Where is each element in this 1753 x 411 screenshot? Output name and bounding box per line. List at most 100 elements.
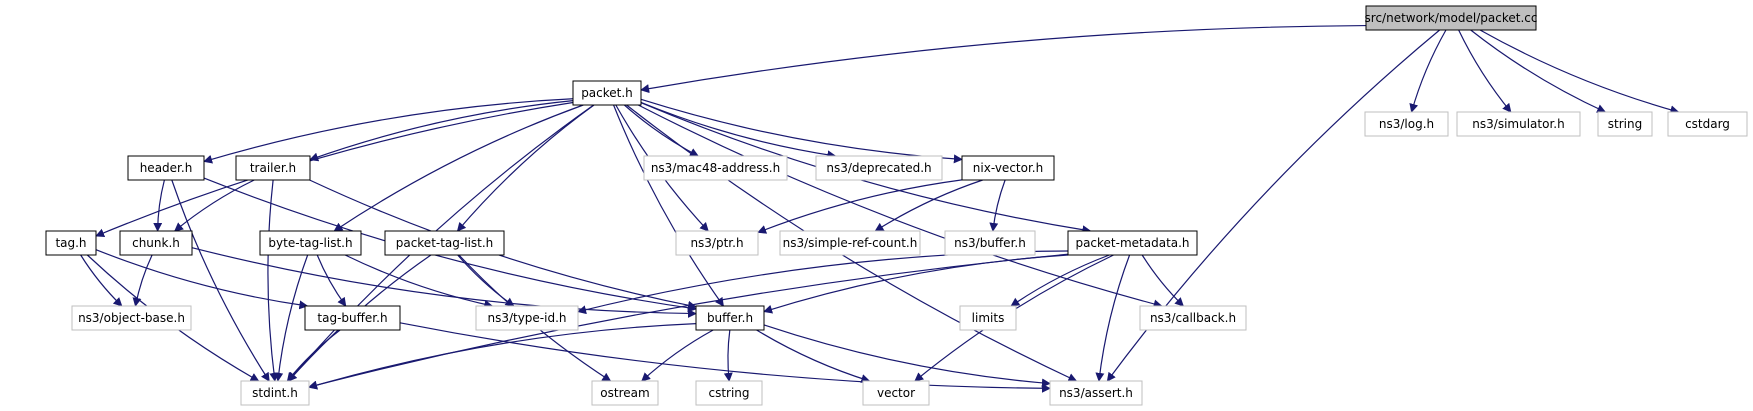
- node-label: ns3/log.h: [1379, 117, 1434, 131]
- node-nix-vector[interactable]: nix-vector.h: [961, 155, 1055, 181]
- edge-packet_metadata-to-callback: [1141, 254, 1184, 307]
- node-box: [475, 305, 579, 331]
- edge-packet_h-to-header_h: [203, 98, 574, 164]
- node-limits: limits: [959, 305, 1017, 331]
- edge-packet_h-to-deprecated: [640, 101, 837, 160]
- node-packet-tag-list[interactable]: packet-tag-list.h: [384, 230, 505, 256]
- edge-tag_buffer-to-assert_h: [399, 322, 1051, 393]
- node-mac48: ns3/mac48-address.h: [643, 155, 788, 181]
- node-root[interactable]: src/network/model/packet.cc: [1365, 5, 1538, 31]
- node-box: [591, 380, 659, 406]
- edge-packet_h-to-trailer_h: [309, 100, 574, 162]
- node-label: tag-buffer.h: [317, 311, 387, 325]
- node-packet-h[interactable]: packet.h: [572, 80, 642, 106]
- edge-byte_tag_list-to-type_id: [344, 254, 494, 309]
- node-simple-ref: ns3/simple-ref-count.h: [779, 230, 921, 256]
- node-box: [675, 230, 759, 256]
- edge-packet_metadata-to-assert_h: [1095, 254, 1131, 382]
- edge-root-to-log_h: [1409, 29, 1447, 113]
- node-box: [384, 230, 505, 256]
- node-box: [961, 155, 1055, 181]
- edge-packet_h-to-callback: [637, 104, 1163, 309]
- node-label: cstring: [708, 386, 749, 400]
- node-box: [695, 305, 765, 331]
- node-object-base: ns3/object-base.h: [71, 305, 192, 331]
- edge-nix_vector-to-ns3_buffer: [989, 179, 1006, 232]
- node-packet-metadata[interactable]: packet-metadata.h: [1067, 230, 1198, 256]
- node-box: [1049, 380, 1143, 406]
- node-simulator-h: ns3/simulator.h: [1456, 111, 1581, 137]
- node-label: ns3/assert.h: [1059, 386, 1133, 400]
- node-label: ns3/simple-ref-count.h: [783, 236, 918, 250]
- node-tag-h[interactable]: tag.h: [45, 230, 97, 256]
- node-label: trailer.h: [250, 161, 296, 175]
- edge-nix_vector-to-ptr_h: [757, 179, 963, 234]
- node-assert-h: ns3/assert.h: [1049, 380, 1143, 406]
- node-ptr-h: ns3/ptr.h: [675, 230, 759, 256]
- node-label: stdint.h: [252, 386, 298, 400]
- node-label: src/network/model/packet.cc: [1365, 11, 1538, 25]
- node-label: ns3/buffer.h: [954, 236, 1026, 250]
- node-label: cstdarg: [1685, 117, 1730, 131]
- node-trailer-h[interactable]: trailer.h: [235, 155, 311, 181]
- edge-packet_h-to-tag_h: [95, 101, 574, 238]
- node-deprecated: ns3/deprecated.h: [815, 155, 943, 181]
- node-box: [1597, 111, 1653, 137]
- node-box: [127, 155, 205, 181]
- node-ostream: ostream: [591, 380, 659, 406]
- node-log-h: ns3/log.h: [1364, 111, 1449, 137]
- node-box: [959, 305, 1017, 331]
- edge-byte_tag_list-to-stdint: [274, 254, 309, 382]
- edge-tag_h-to-object_base: [80, 254, 123, 307]
- node-label: ns3/object-base.h: [78, 311, 185, 325]
- node-byte-tag-list[interactable]: byte-tag-list.h: [259, 230, 362, 256]
- edge-nix_vector-to-simple_ref: [874, 179, 983, 232]
- node-box: [1365, 5, 1537, 31]
- node-box: [240, 380, 310, 406]
- node-box: [695, 380, 763, 406]
- edge-chunk_h-to-object_base: [132, 254, 153, 307]
- edge-packet_metadata-to-limits: [1010, 254, 1110, 307]
- node-header-h[interactable]: header.h: [127, 155, 205, 181]
- node-type-id: ns3/type-id.h: [475, 305, 579, 331]
- edge-packet_h-to-packet_tag_list: [456, 104, 595, 232]
- node-cstring: cstring: [695, 380, 763, 406]
- nodes-layer: src/network/model/packet.cc packet.h ns3/l…: [45, 5, 1748, 406]
- node-label: ns3/deprecated.h: [826, 161, 931, 175]
- node-box: [572, 80, 642, 106]
- node-tag-buffer[interactable]: tag-buffer.h: [304, 305, 401, 331]
- node-box: [1667, 111, 1748, 137]
- node-label: header.h: [140, 161, 193, 175]
- edge-byte_tag_list-to-tag_buffer: [316, 254, 347, 307]
- edge-packet_metadata-to-buffer_h: [763, 254, 1069, 314]
- edges-layer: [80, 24, 1680, 393]
- edge-chunk_h-to-buffer_h: [191, 247, 697, 318]
- edge-root-to-string: [1470, 29, 1607, 113]
- node-box: [1364, 111, 1449, 137]
- node-box: [944, 230, 1036, 256]
- node-box: [259, 230, 362, 256]
- node-box: [815, 155, 943, 181]
- node-box: [1456, 111, 1581, 137]
- node-label: tag.h: [55, 236, 86, 250]
- node-label: ns3/simulator.h: [1472, 117, 1564, 131]
- node-buffer-h[interactable]: buffer.h: [695, 305, 765, 331]
- node-label: byte-tag-list.h: [268, 236, 352, 250]
- node-label: buffer.h: [707, 311, 753, 325]
- node-label: vector: [877, 386, 915, 400]
- node-box: [1139, 305, 1247, 331]
- edge-header_h-to-chunk_h: [153, 179, 165, 232]
- edge-packet_h-to-mac48: [623, 104, 699, 157]
- node-box: [71, 305, 192, 331]
- node-box: [1067, 230, 1198, 256]
- edge-buffer_h-to-vector: [756, 329, 871, 383]
- node-label: ns3/type-id.h: [487, 311, 566, 325]
- node-ns3-buffer: ns3/buffer.h: [944, 230, 1036, 256]
- node-chunk-h[interactable]: chunk.h: [119, 230, 193, 256]
- node-label: packet.h: [581, 86, 633, 100]
- node-box: [304, 305, 401, 331]
- edge-root-to-packet_h: [640, 24, 1367, 94]
- node-stdint: stdint.h: [240, 380, 310, 406]
- edge-packet_metadata-to-stdint: [308, 253, 1069, 390]
